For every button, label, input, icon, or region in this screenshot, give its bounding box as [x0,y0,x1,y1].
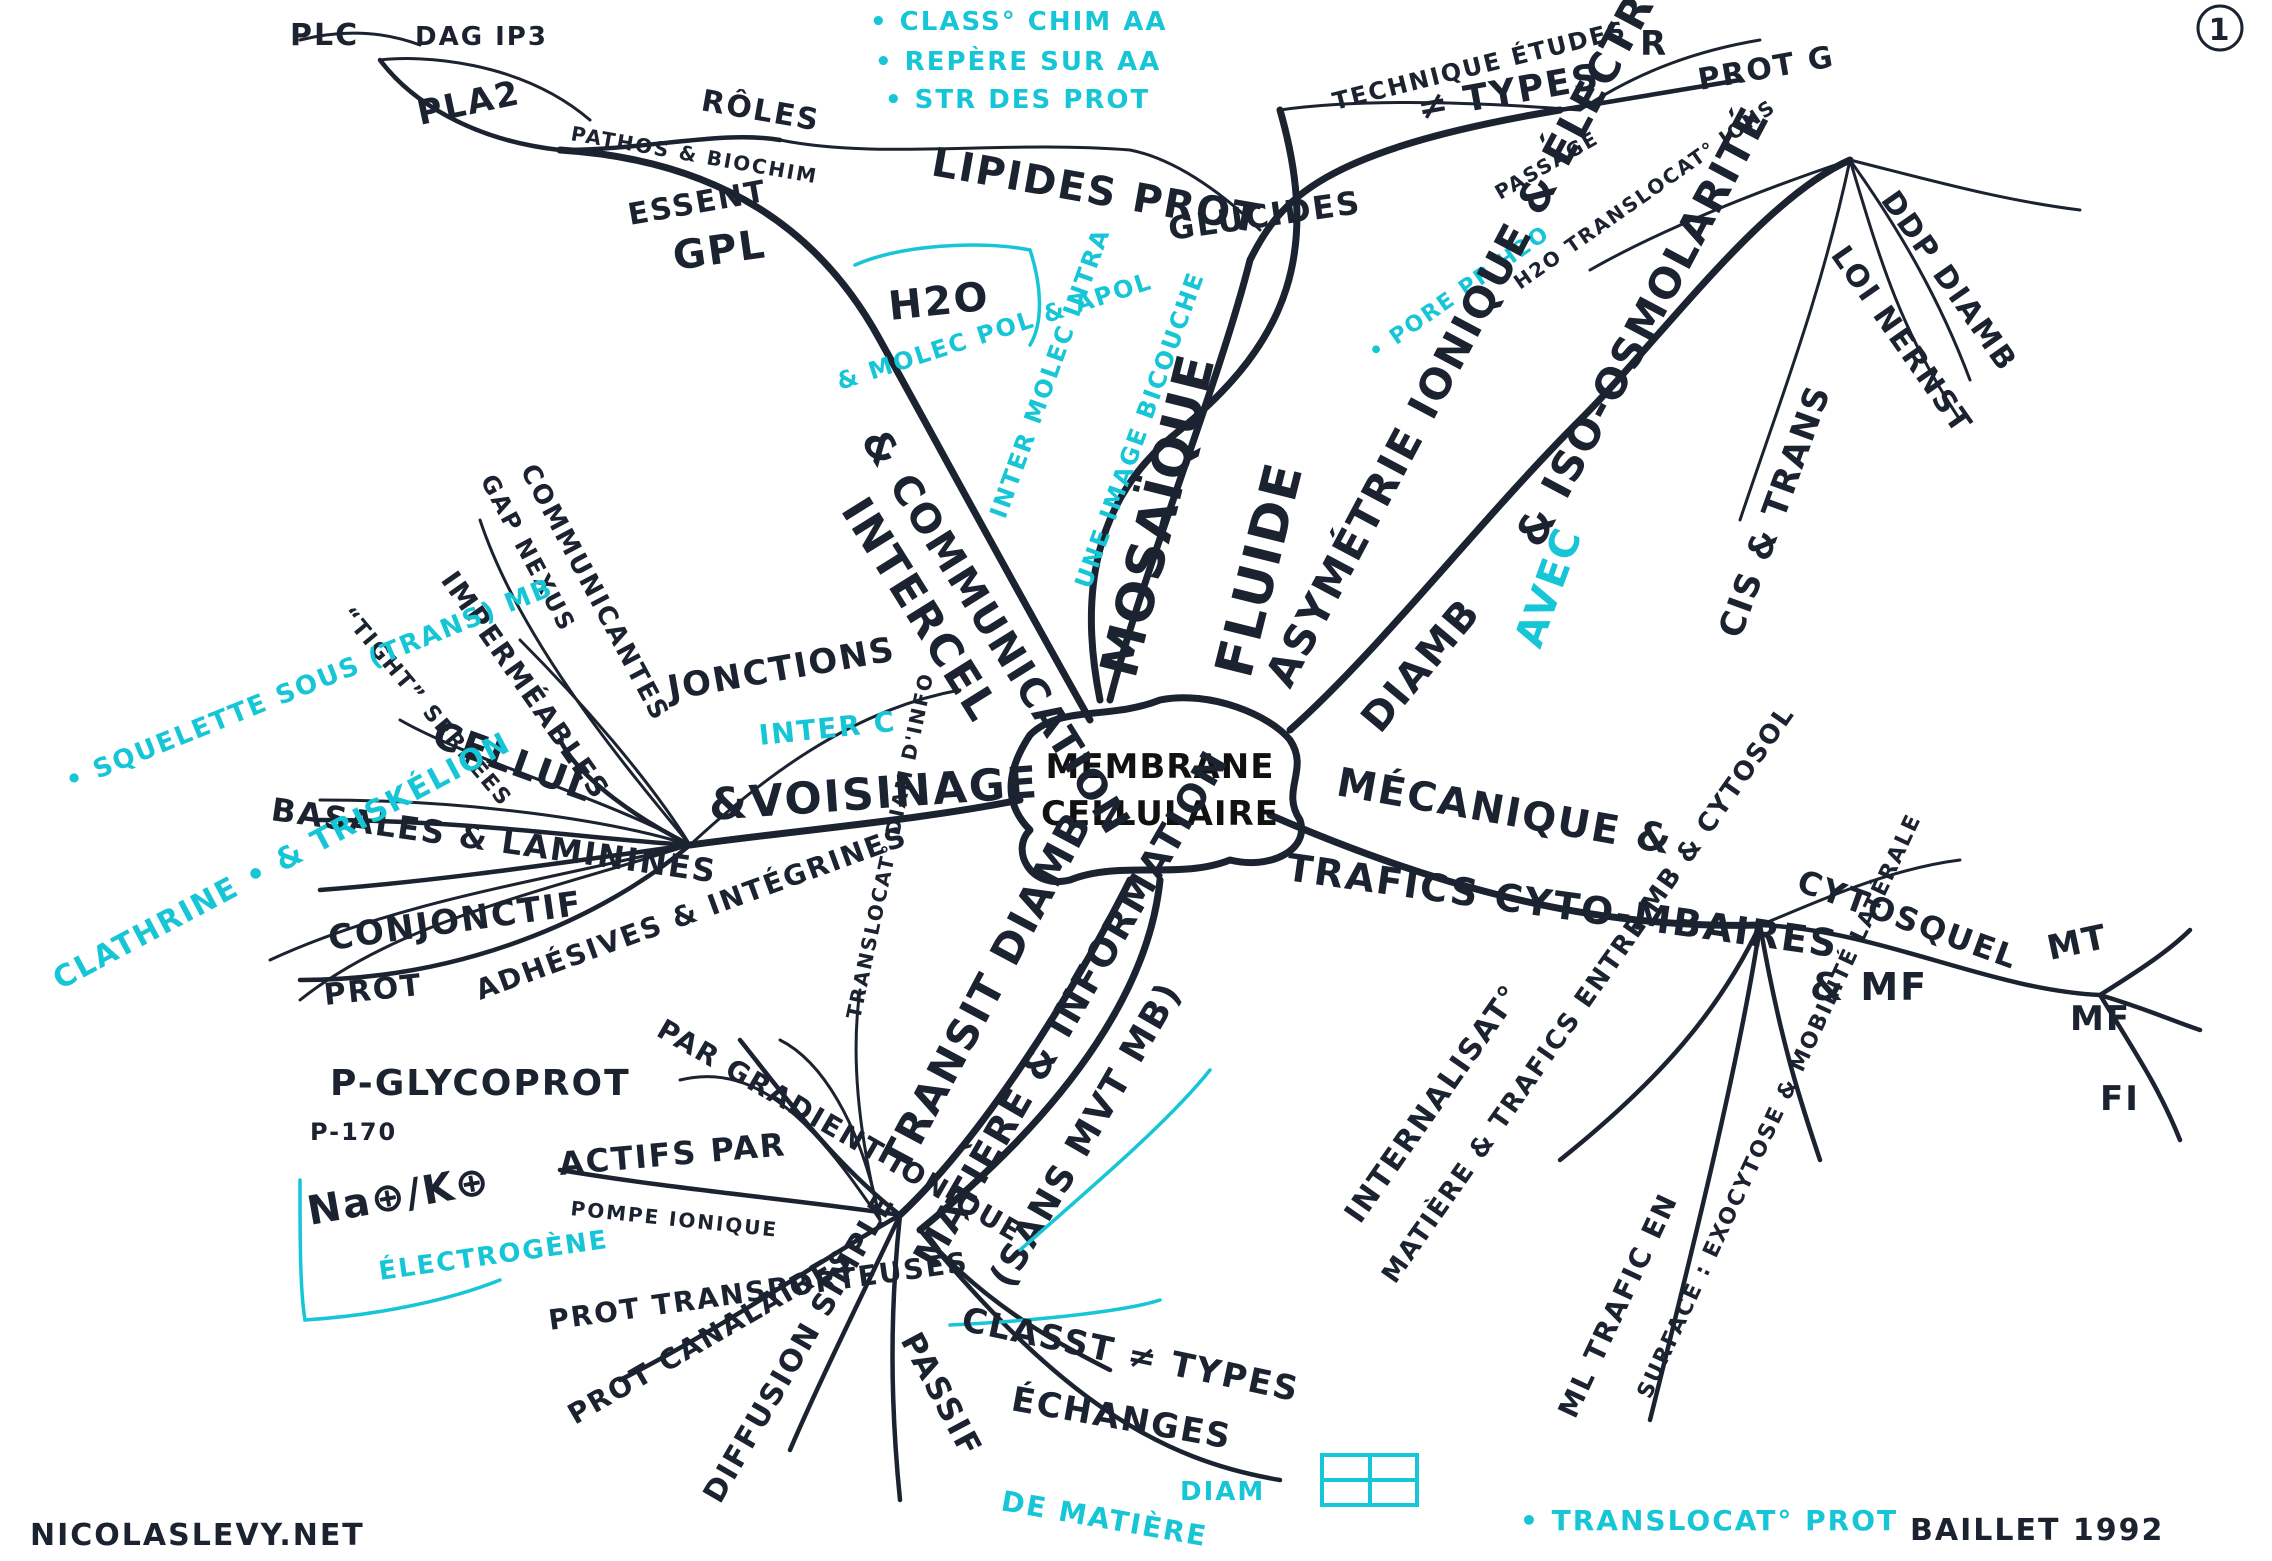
label-na-k: Na⊕/K⊕ [304,1157,494,1234]
label-gpl: GPL [670,221,769,280]
label-mf-and: & MF [1810,965,1928,1009]
cyan-note-3: • STR DES PROT [885,85,1150,115]
label-h2o: H2O [886,274,992,330]
center-title-line1: MEMBRANE [1046,747,1275,787]
label-p-glyco: P-GLYCOPROT [330,1063,631,1104]
label-ml-trafic: ML TRAFIC EN [1551,1188,1684,1423]
main-branches [297,57,2203,1503]
label-jonctions: JONCTIONS [663,629,899,709]
label-inter-c: INTER C [757,705,898,752]
cyan-note-2: • REPÈRE SUR AA [875,45,1161,77]
page-number-circle [2196,4,2244,52]
label-inter-molec: INTER MOLEC INTRA [984,224,1115,522]
label-diam-cyan: DIAM [1180,1477,1265,1507]
label-trafics: TRAFICS CYTO-MBAIRES [1284,845,1842,966]
label-passif: PASSIF [893,1326,990,1464]
footer-author: BAILLET 1992 [1910,1513,2164,1548]
top-left-cluster: PLC DAG IP3 PLA2 RÔLES PATHOS & BIOCHIM … [290,18,1364,280]
label-mecanique: MÉCANIQUE & [1333,758,1677,864]
footer-site: NICOLASLEVY.NET [30,1518,365,1553]
label-classt: CLASST ≠ TYPES [958,1300,1303,1411]
label-de-matiere: DE MATIÈRE [999,1483,1211,1553]
top-cyan-notes: • CLASS° CHIM AA • REPÈRE SUR AA • STR D… [870,7,1167,115]
label-fi: FI [2100,1079,2140,1119]
label-avec: AVEC [1506,521,1592,653]
label-molec: & MOLEC POL & APOL [833,267,1156,396]
page-number: 1 [2209,13,2232,48]
label-roles: RÔLES [699,81,823,138]
label-mf: MF [2070,999,2131,1039]
label-plc: PLC [290,18,359,53]
cyan-note-1: • CLASS° CHIM AA [870,7,1167,37]
label-electrogene: ÉLECTROGÈNE [377,1223,611,1287]
label-mt: MT [2044,917,2112,969]
label-surface: SURFACE : EXOCYTOSE & MOBILITÉ LATÉRALE [1632,809,1927,1402]
bottom-right-cluster: MÉCANIQUE & TRAFICS CYTO-MBAIRES CYTOSQU… [1284,699,2140,1537]
center-title-line2: CELLULAIRE [1041,794,1279,834]
thin-branches [268,31,2082,1222]
top-right-cluster: TECHNIQUE ÉTUDES ≠ TYPES R PROT G PASSAG… [1329,15,2023,643]
label-r: R [1640,24,1668,64]
h2o-box: H2O & MOLEC POL & APOL [833,243,1156,396]
grid-doodle [1320,1453,1419,1507]
label-diamb: DIAMB [1352,590,1490,742]
center-node: MEMBRANE CELLULAIRE [1007,694,1306,886]
label-actifs: ACTIFS PAR [557,1125,787,1183]
label-p170: P-170 [310,1118,397,1146]
label-translocat-prot: • TRANSLOCAT° PROT [1520,1504,1898,1537]
label-dag: DAG IP3 [415,22,548,52]
